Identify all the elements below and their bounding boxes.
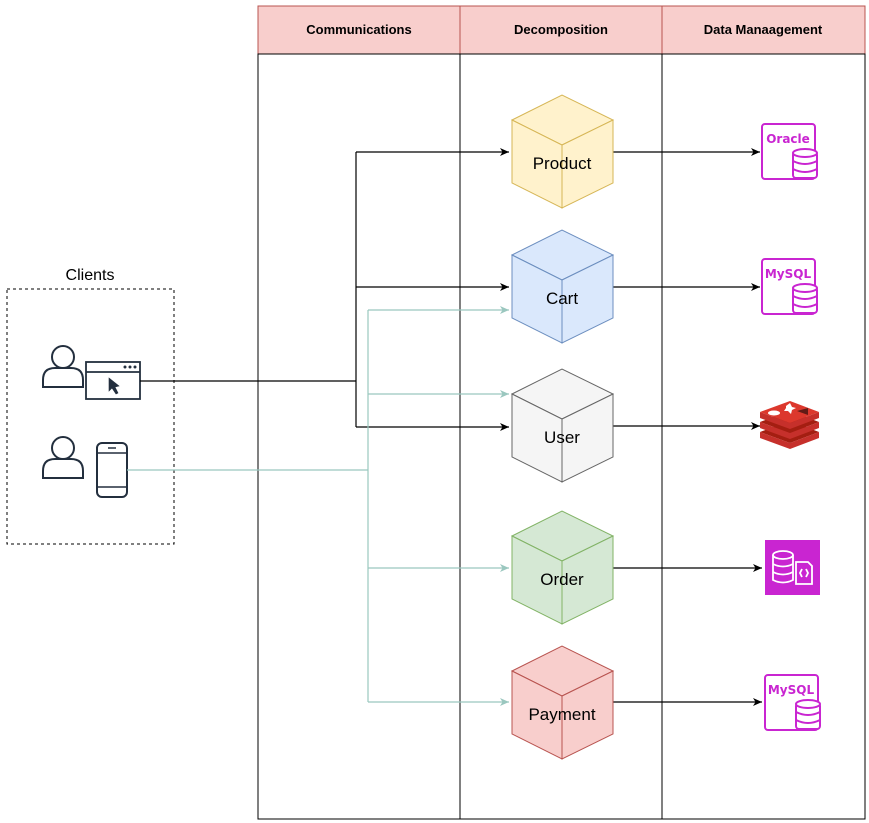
- oracle-db-label: Oracle: [766, 132, 810, 146]
- clients-title: Clients: [66, 267, 115, 284]
- swimlane-data-management: Data Manaagement: [661, 5, 866, 820]
- browser-window-icon[interactable]: [85, 361, 141, 400]
- swimlane-communications: Communications: [257, 5, 461, 820]
- service-db-connectors: [613, 148, 762, 706]
- lane-header-decomposition: [459, 5, 663, 55]
- mysql-db-icon-payment[interactable]: MySQL: [764, 674, 821, 731]
- lane-header-communications: [257, 5, 461, 55]
- mobile-user-icon: [42, 436, 84, 479]
- lane-body-data-management: [661, 53, 866, 820]
- redis-icon[interactable]: [760, 401, 819, 449]
- lane-body-communications: [257, 53, 461, 820]
- service-order-label: Order: [540, 570, 584, 589]
- service-product-cube[interactable]: Product: [510, 94, 615, 209]
- mobile-phone-icon[interactable]: [96, 442, 128, 498]
- lane-header-data-management: [661, 5, 866, 55]
- service-user-cube[interactable]: User: [510, 368, 615, 483]
- oracle-db-icon[interactable]: Oracle: [761, 123, 818, 180]
- service-product-label: Product: [533, 154, 592, 173]
- service-cart-cube[interactable]: Cart: [510, 229, 615, 344]
- service-cart-label: Cart: [546, 289, 578, 308]
- clients-boundary: [6, 288, 175, 545]
- service-user-label: User: [544, 428, 580, 447]
- service-order-cube[interactable]: Order: [510, 510, 615, 625]
- clients-group: Clients: [6, 267, 175, 545]
- web-client-connectors: [140, 148, 509, 431]
- mobile-client-connectors: [127, 306, 509, 706]
- service-payment-cube[interactable]: Payment: [510, 645, 615, 760]
- mysql-db-label-payment: MySQL: [768, 683, 815, 697]
- document-db-icon[interactable]: [765, 540, 820, 595]
- lane-title-communications: Communications: [306, 22, 411, 37]
- lane-title-decomposition: Decomposition: [514, 22, 608, 37]
- service-payment-label: Payment: [528, 705, 595, 724]
- mysql-db-label-cart: MySQL: [765, 267, 812, 281]
- mysql-db-icon-cart[interactable]: MySQL: [761, 258, 818, 315]
- web-user-icon: [42, 345, 84, 388]
- lane-title-data-management: Data Manaagement: [704, 22, 823, 37]
- swimlane-decomposition: Decomposition: [459, 5, 663, 820]
